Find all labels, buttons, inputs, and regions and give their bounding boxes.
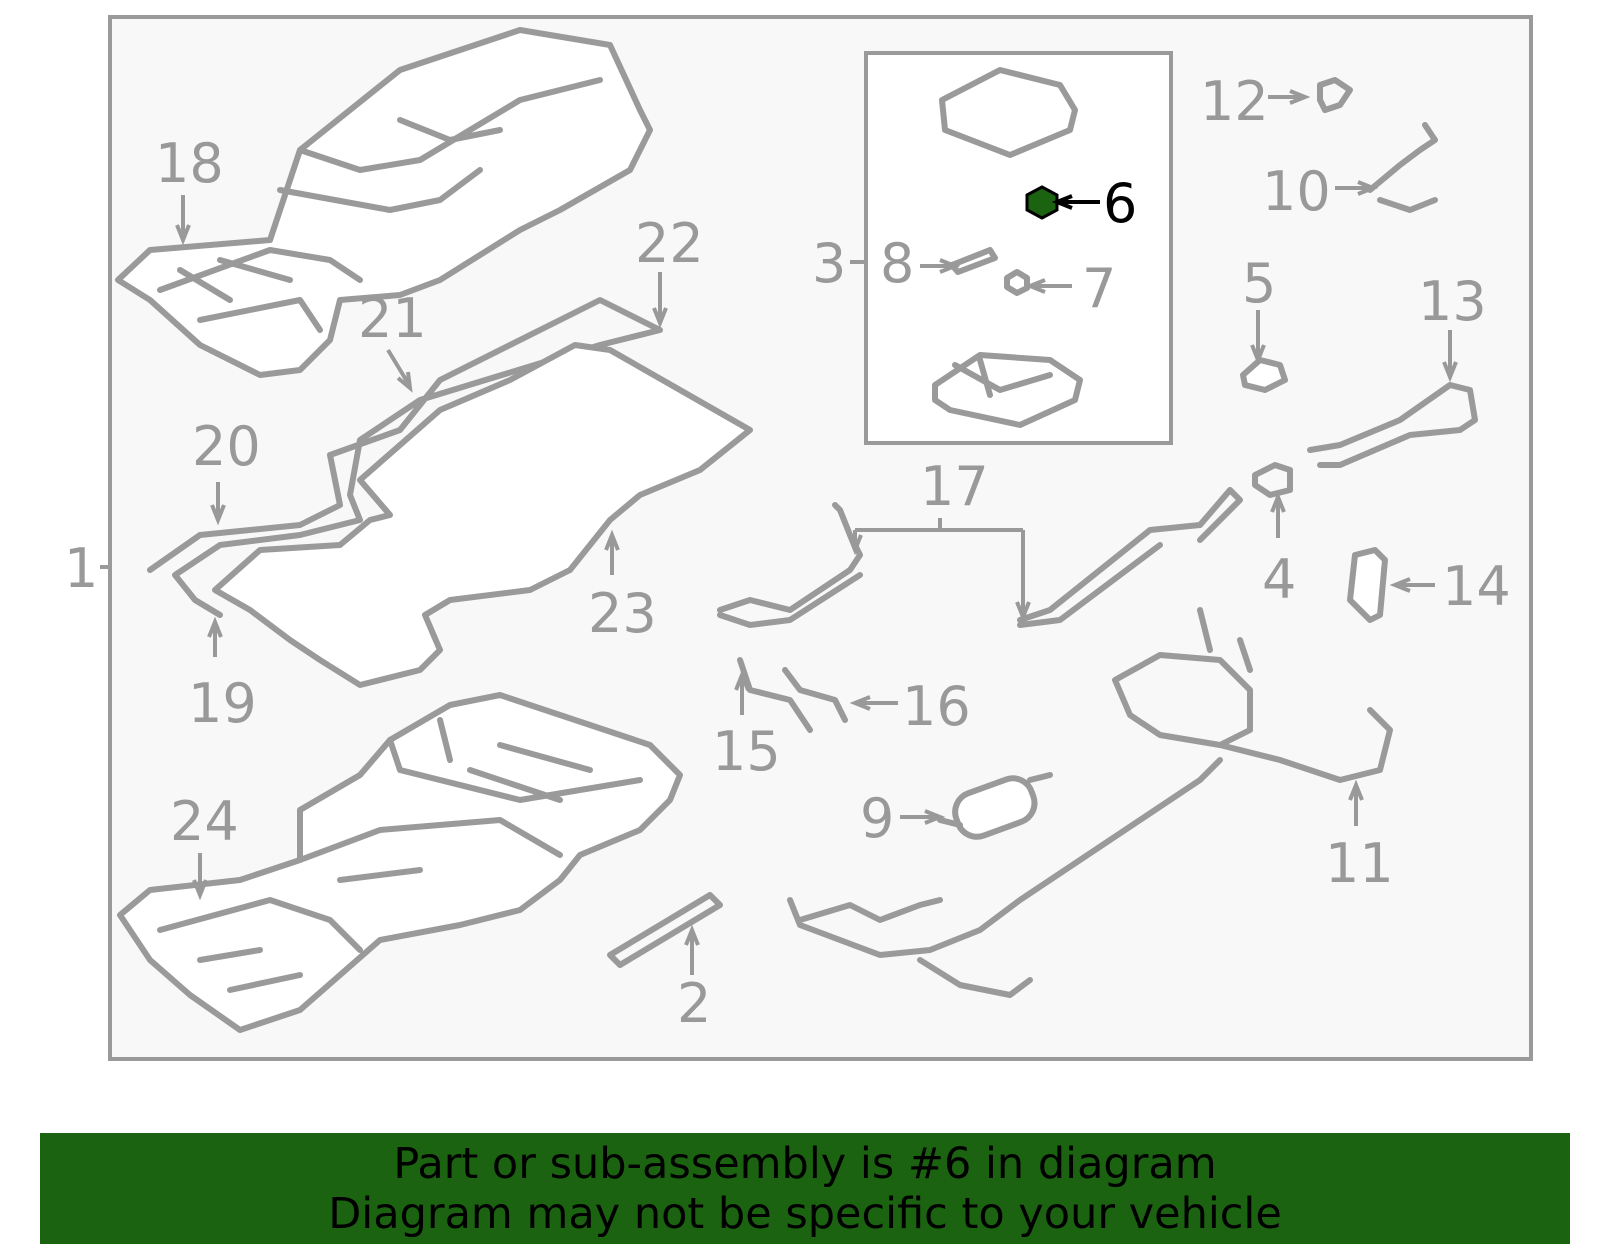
callout-22: 22 <box>635 212 704 275</box>
part-9-cylinder <box>937 772 1053 840</box>
callout-14: 14 <box>1442 555 1511 618</box>
part-14-bracket <box>1347 547 1388 623</box>
part-13-pipe <box>1307 382 1478 468</box>
callout-2: 2 <box>677 972 711 1035</box>
callout-10: 10 <box>1262 160 1331 223</box>
callout-15: 15 <box>712 720 781 783</box>
banner-line-2: Diagram may not be specific to your vehi… <box>328 1188 1282 1239</box>
part-21-gasket <box>147 297 663 618</box>
callout-12: 12 <box>1200 70 1269 133</box>
part-4-clip <box>1252 462 1293 498</box>
part-15-pipe <box>737 657 813 733</box>
part-6-highlighted <box>1025 185 1059 220</box>
part-2-strip <box>607 892 723 968</box>
part-24-lower-tray <box>117 692 683 1033</box>
callout-23: 23 <box>588 582 657 645</box>
part-18-upper-cover <box>115 27 653 378</box>
callout-1: 1 <box>64 537 98 600</box>
callout-7: 7 <box>1082 257 1116 320</box>
callout-13: 13 <box>1418 270 1487 333</box>
info-banner: Part or sub-assembly is #6 in diagram Di… <box>40 1133 1570 1244</box>
callout-8: 8 <box>880 232 914 295</box>
part-3-sub-assembly-contents <box>932 67 1083 428</box>
parts-diagram: 1 2 3 4 5 6 7 8 9 10 11 12 13 14 15 16 1… <box>64 15 1533 1061</box>
callout-9: 9 <box>860 787 894 850</box>
part-12-connector <box>1317 77 1353 113</box>
part-23-seal <box>212 342 753 688</box>
callout-20: 20 <box>192 415 261 478</box>
part-16-pipe <box>782 667 848 723</box>
callout-5: 5 <box>1242 252 1276 315</box>
callout-18: 18 <box>155 132 224 195</box>
leader-lines <box>100 89 1458 975</box>
part-10-harness <box>1367 122 1438 213</box>
callout-24: 24 <box>170 790 239 853</box>
callout-11: 11 <box>1325 832 1394 895</box>
callout-6: 6 <box>1103 172 1137 235</box>
callout-4: 4 <box>1262 548 1296 611</box>
callout-16: 16 <box>902 675 971 738</box>
callout-21: 21 <box>358 287 427 350</box>
callout-3: 3 <box>812 232 846 295</box>
callout-19: 19 <box>188 672 257 735</box>
callout-17: 17 <box>920 455 989 518</box>
part-11-harness <box>787 607 1393 998</box>
banner-line-1: Part or sub-assembly is #6 in diagram <box>393 1138 1217 1189</box>
part-17-coolant-pipes <box>717 487 1243 628</box>
